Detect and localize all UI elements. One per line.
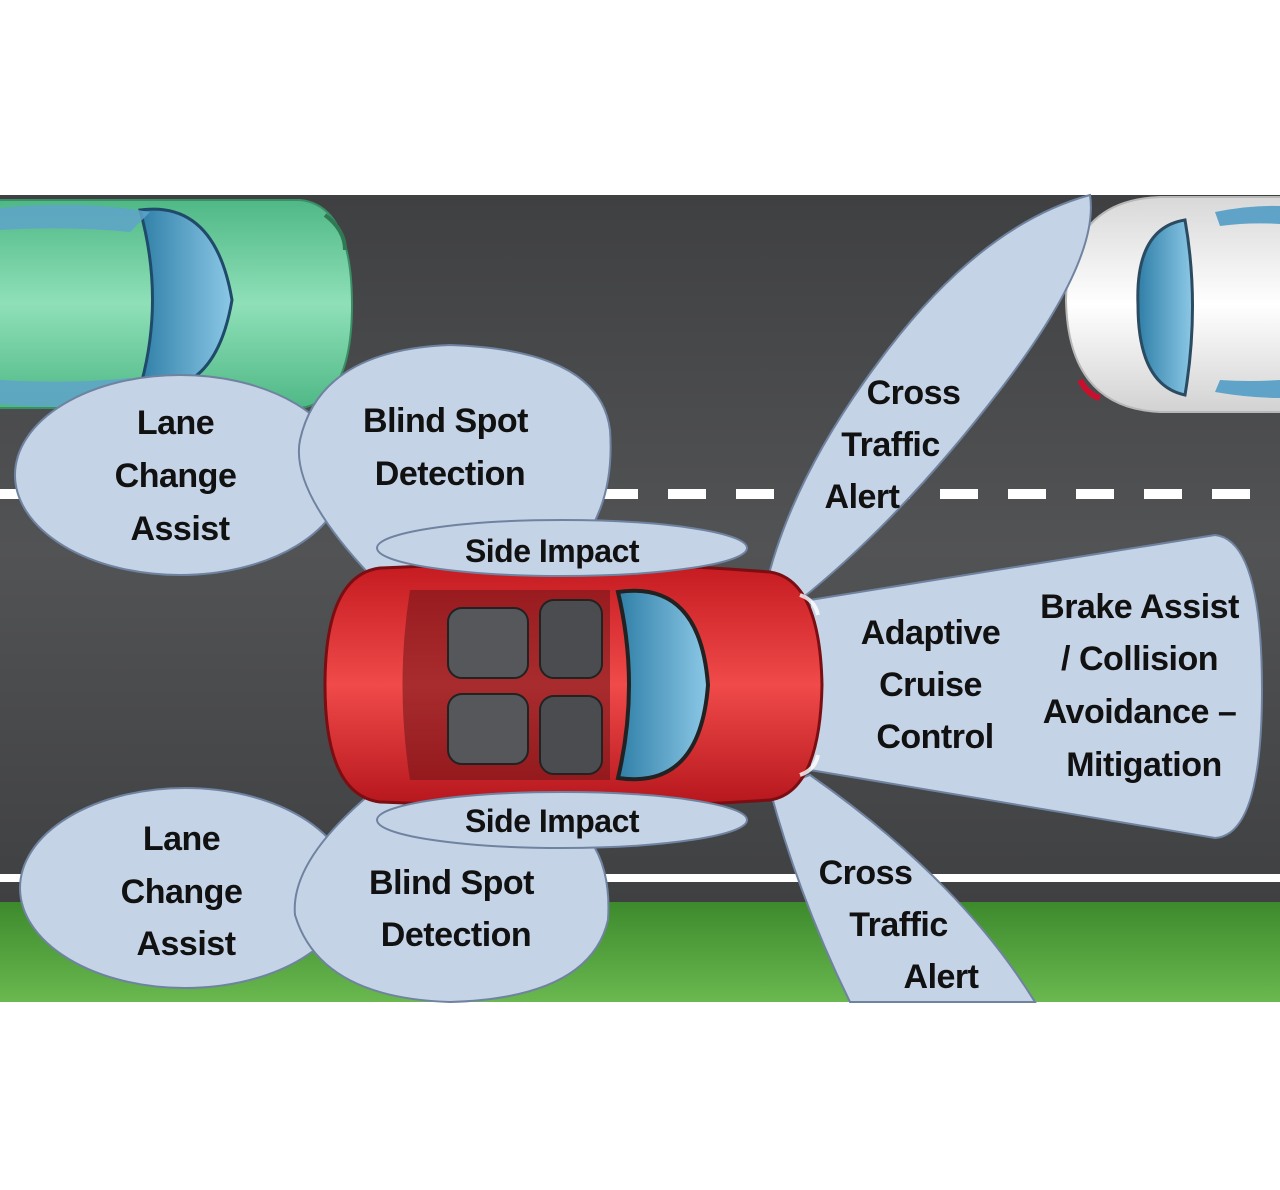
blind-spot-top-zone: [297, 343, 612, 576]
left-car: [0, 199, 354, 409]
blind-spot-top-label: Blind Spot Detection: [363, 402, 537, 493]
brake-assist-label: Brake Assist / Collision Avoidance – Mit…: [1040, 588, 1248, 784]
seat-front-left: [539, 599, 603, 679]
cross-traffic-bottom-zone: [768, 773, 1037, 1003]
seat-front-right: [539, 695, 603, 775]
seat-rear-right: [447, 693, 529, 765]
ego-car: [323, 562, 824, 809]
right-car: [1064, 196, 1280, 413]
adaptive-cruise-control-label: Adaptive Cruise Control: [861, 614, 1010, 756]
cross-traffic-bottom-label: Cross Traffic Alert: [819, 854, 979, 996]
side-impact-top-label: Side Impact: [465, 533, 640, 569]
blind-spot-bottom-label: Blind Spot Detection: [369, 864, 543, 954]
side-impact-bottom-label: Side Impact: [465, 803, 640, 839]
cross-traffic-top-zone: [763, 193, 1092, 602]
side-impact-top-zone: [376, 519, 748, 577]
side-impact-bottom-zone: [376, 791, 748, 849]
front-sensor-zone: [809, 533, 1264, 840]
cross-traffic-top-label: Cross Traffic Alert: [825, 374, 970, 516]
seat-rear-left: [447, 607, 529, 679]
lane-change-assist-top-label: Lane Change Assist: [115, 404, 246, 548]
lane-change-assist-bottom-label: Lane Change Assist: [121, 820, 252, 963]
